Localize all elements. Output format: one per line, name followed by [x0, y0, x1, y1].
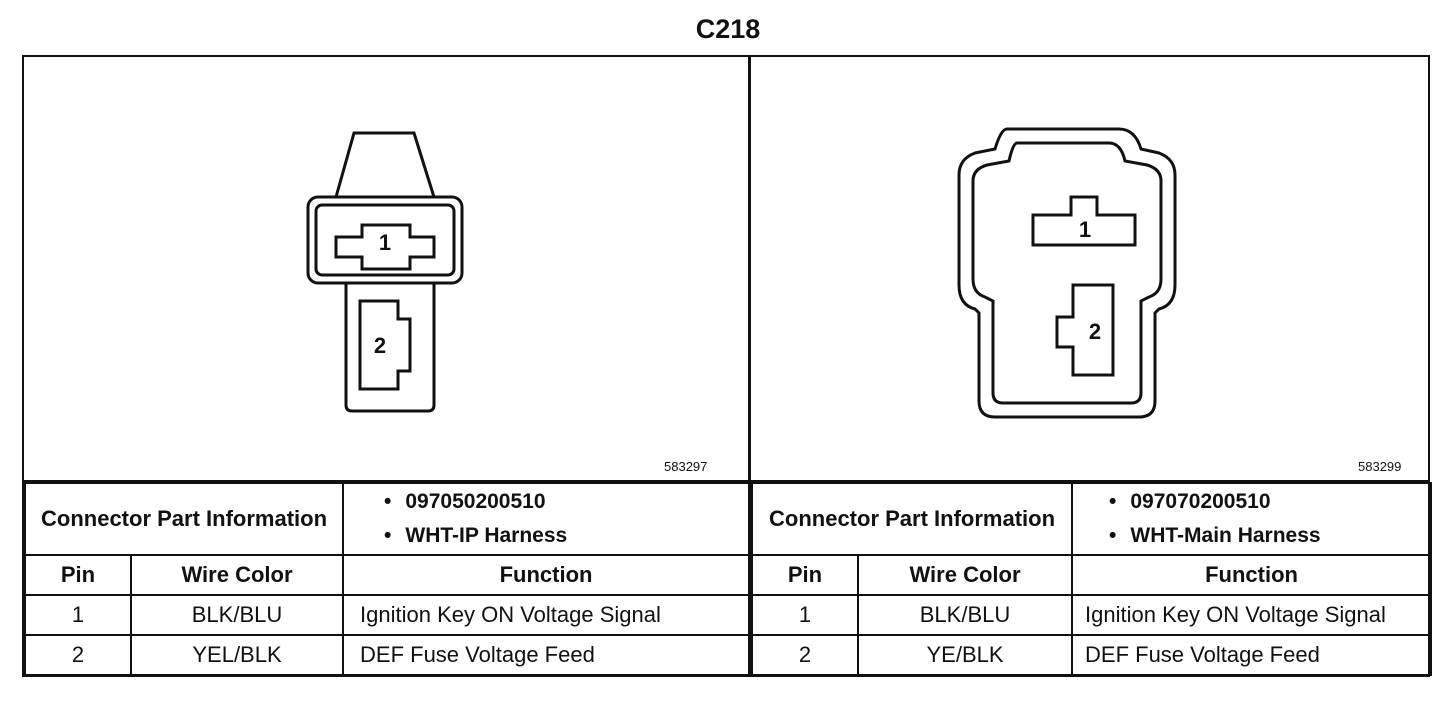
- right-cavity-2-label: 2: [1089, 319, 1101, 344]
- left-cavity-2: [358, 299, 412, 391]
- left-row2-wire-color: YEL/BLK: [129, 634, 345, 676]
- right-connector-table: Connector Part Information 097070200510 …: [750, 482, 1433, 676]
- table-row: 1 BLK/BLU Ignition Key ON Voltage Signal: [24, 594, 751, 636]
- left-connector-table: Connector Part Information 097050200510 …: [23, 482, 751, 676]
- horizontal-divider: [24, 480, 1428, 482]
- vertical-divider: [748, 57, 751, 675]
- right-part-number: 097070200510: [1109, 485, 1430, 519]
- left-row2-pin: 2: [24, 634, 132, 676]
- left-cavity-1: [334, 223, 436, 271]
- left-connector-top-tab: [334, 131, 436, 198]
- right-header-function: Function: [1071, 554, 1433, 596]
- right-cavity-1: [1031, 195, 1137, 247]
- right-row1-wire-color: BLK/BLU: [856, 594, 1074, 636]
- left-header-pin: Pin: [24, 554, 132, 596]
- right-row2-wire-color: YE/BLK: [856, 634, 1074, 676]
- left-connector-drawing: 1 2: [306, 131, 464, 413]
- left-figure-number: 583297: [664, 459, 708, 474]
- table-row: 1 BLK/BLU Ignition Key ON Voltage Signal: [751, 594, 1433, 636]
- left-connector-inner-shell: [314, 203, 456, 277]
- left-row2-function: DEF Fuse Voltage Feed: [342, 634, 751, 676]
- right-harness: WHT-Main Harness: [1109, 519, 1430, 553]
- right-row2-pin: 2: [751, 634, 859, 676]
- right-row2-function: DEF Fuse Voltage Feed: [1071, 634, 1433, 676]
- left-header-function: Function: [342, 554, 751, 596]
- right-row1-pin: 1: [751, 594, 859, 636]
- left-cavity-2-label: 2: [374, 333, 386, 358]
- left-connector-lower-body: [344, 283, 436, 413]
- left-connector-outer-shell: [306, 195, 464, 285]
- right-cavity-1-label: 1: [1079, 217, 1091, 242]
- left-header-wire-color: Wire Color: [129, 554, 345, 596]
- connector-frame: 1 2 583297 1 2 583299 Connector Part Inf…: [22, 55, 1433, 677]
- left-row1-pin: 1: [24, 594, 132, 636]
- right-connector-diagram: 1 2 583299: [751, 57, 1430, 480]
- right-cavity-2: [1055, 283, 1115, 377]
- table-row: 2 YEL/BLK DEF Fuse Voltage Feed: [24, 634, 751, 676]
- left-cavity-1-label: 1: [379, 230, 391, 255]
- right-connector-drawing: 1 2: [957, 127, 1177, 419]
- right-part-label: Connector Part Information: [750, 482, 1074, 556]
- left-part-number: 097050200510: [384, 485, 748, 519]
- right-figure-number: 583299: [1358, 459, 1402, 474]
- right-part-info: 097070200510 WHT-Main Harness: [1071, 482, 1433, 556]
- right-header-pin: Pin: [751, 554, 859, 596]
- right-row1-function: Ignition Key ON Voltage Signal: [1071, 594, 1433, 636]
- left-connector-diagram: 1 2 583297: [24, 57, 748, 480]
- right-connector-outer-shell: [957, 127, 1177, 419]
- connector-title: C218: [695, 14, 761, 44]
- right-header-wire-color: Wire Color: [856, 554, 1074, 596]
- left-harness: WHT-IP Harness: [384, 519, 748, 553]
- left-row1-function: Ignition Key ON Voltage Signal: [342, 594, 751, 636]
- left-row1-wire-color: BLK/BLU: [129, 594, 345, 636]
- table-row: 2 YE/BLK DEF Fuse Voltage Feed: [751, 634, 1433, 676]
- left-part-label: Connector Part Information: [23, 482, 345, 556]
- right-connector-inner-shell: [971, 141, 1163, 405]
- left-part-info: 097050200510 WHT-IP Harness: [342, 482, 751, 556]
